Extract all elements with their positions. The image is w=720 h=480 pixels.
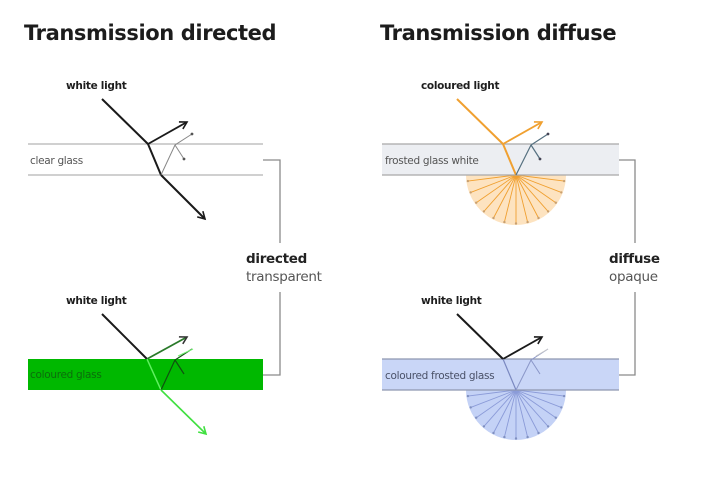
refracted-ray [146,358,162,391]
orange-fan-ray [493,174,517,219]
orange-fan-ray [503,174,517,223]
title-diffuse: Transmission diffuse [380,21,616,45]
incident-ray [456,313,504,360]
coloured-glass-diagram: white light coloured glass [28,295,263,436]
blue-fan-ray [483,389,517,427]
blue-fan-ray [515,389,565,397]
glass-label-clear: clear glass [30,155,83,167]
blue-fan-ray [503,389,517,438]
orange-fan-ray-tip [492,216,495,220]
blue-fan-ray [470,389,517,408]
diffuse-fan-blue [466,387,566,440]
title-directed: Transmission directed [24,21,276,45]
coloured-frosted-glass-diagram: white light coloured frosted glass [382,295,619,440]
bracket-diffuse: diffuse opaque [609,159,660,376]
blue-fan-ray [515,389,562,408]
incident-ray [101,98,149,145]
blue-fan-ray [493,389,517,434]
light-label-coloured: coloured light [421,80,499,92]
blue-fan-ray-tip [526,435,529,439]
transmitted-ray-arrow [160,389,208,436]
glass-label-frosted-white: frosted glass white [385,155,479,167]
blue-fan-ray [475,389,517,419]
blue-fan-ray-tip [466,394,470,398]
glass-label-coloured-frosted: coloured frosted glass [385,370,494,382]
bracket-label-opaque: opaque [609,269,658,285]
orange-fan-ray [515,174,539,219]
refracted-ray [147,143,162,176]
blue-fan-ray-tip [492,431,495,435]
bracket-label-diffuse: diffuse [609,251,660,267]
orange-fan-ray-tip [537,216,540,220]
internal-reflection-ray [160,133,193,176]
orange-fan-ray [467,174,517,182]
light-label-white-bottom-left: white light [66,295,127,307]
coloured-frosted-glass-slab [382,359,619,390]
blue-fan-ray-tip [503,435,506,439]
orange-fan-ray [515,174,549,212]
clear-glass-diagram: white light clear glass [28,80,263,221]
reflected-ray-arrow [502,121,544,145]
reflected-ray-arrow [147,121,189,145]
orange-fan-ray-tip [560,191,563,194]
blue-fan-ray-tip [554,416,557,419]
orange-fan-ray [470,174,517,193]
blue-fan-ray [515,389,557,419]
frosted-glass-white-slab [382,144,619,175]
refracted-ray [502,143,517,176]
frosted-glass-white-diagram: coloured light frosted glass white [382,80,619,225]
orange-fan-ray-tip [546,210,550,213]
orange-fan-ray-tip [526,220,529,224]
orange-fan-ray [515,174,565,182]
blue-fan-ray [467,389,517,397]
orange-fan-ray-tip [562,179,566,183]
incident-ray [101,313,148,360]
glass-label-coloured: coloured glass [30,369,102,381]
blue-fan-ray [515,389,529,438]
incident-ray [456,98,504,145]
orange-fan-ray-tip [482,210,486,213]
reflected-ray-arrow [146,336,189,360]
transmitted-ray-arrow [160,174,207,221]
blue-fan-ray-tip [537,431,540,435]
orange-fan-ray [515,174,557,204]
light-label-white-top-left: white light [66,80,127,92]
bracket-directed: directed transparent [246,159,322,376]
blue-fan-ray-tip [546,425,550,428]
orange-fan-ray-tip [514,222,518,225]
reflected-ray-arrow [502,336,544,360]
orange-fan-ray [515,174,562,193]
bracket-label-transparent: transparent [246,269,322,285]
blue-fan-ray [515,389,549,427]
blue-fan-ray [515,389,539,434]
blue-fan-ray-tip [482,425,486,428]
diffuse-fan-orange [466,172,566,225]
orange-fan-ray-tip [554,201,557,204]
panel-diffuse: Transmission diffuse coloured light fros… [380,21,660,440]
orange-fan-ray [483,174,517,212]
orange-fan-ray-tip [469,191,472,194]
orange-fan-ray [515,174,529,223]
bracket-label-directed: directed [246,251,307,267]
panel-directed: Transmission directed white light clear … [24,21,322,436]
blue-fan-ray-tip [469,406,472,409]
blue-fan-ray-tip [514,437,518,440]
orange-fan-ray-tip [503,220,506,224]
orange-fan-ray-tip [475,201,478,204]
light-label-white-bottom-right: white light [421,295,482,307]
orange-fan-ray-tip [466,179,470,183]
refracted-ray [502,358,517,391]
blue-fan-ray-tip [562,394,566,398]
blue-fan-ray-tip [560,406,563,409]
blue-fan-ray-tip [475,416,478,419]
orange-fan-ray [475,174,517,204]
coloured-glass-slab [28,359,263,390]
